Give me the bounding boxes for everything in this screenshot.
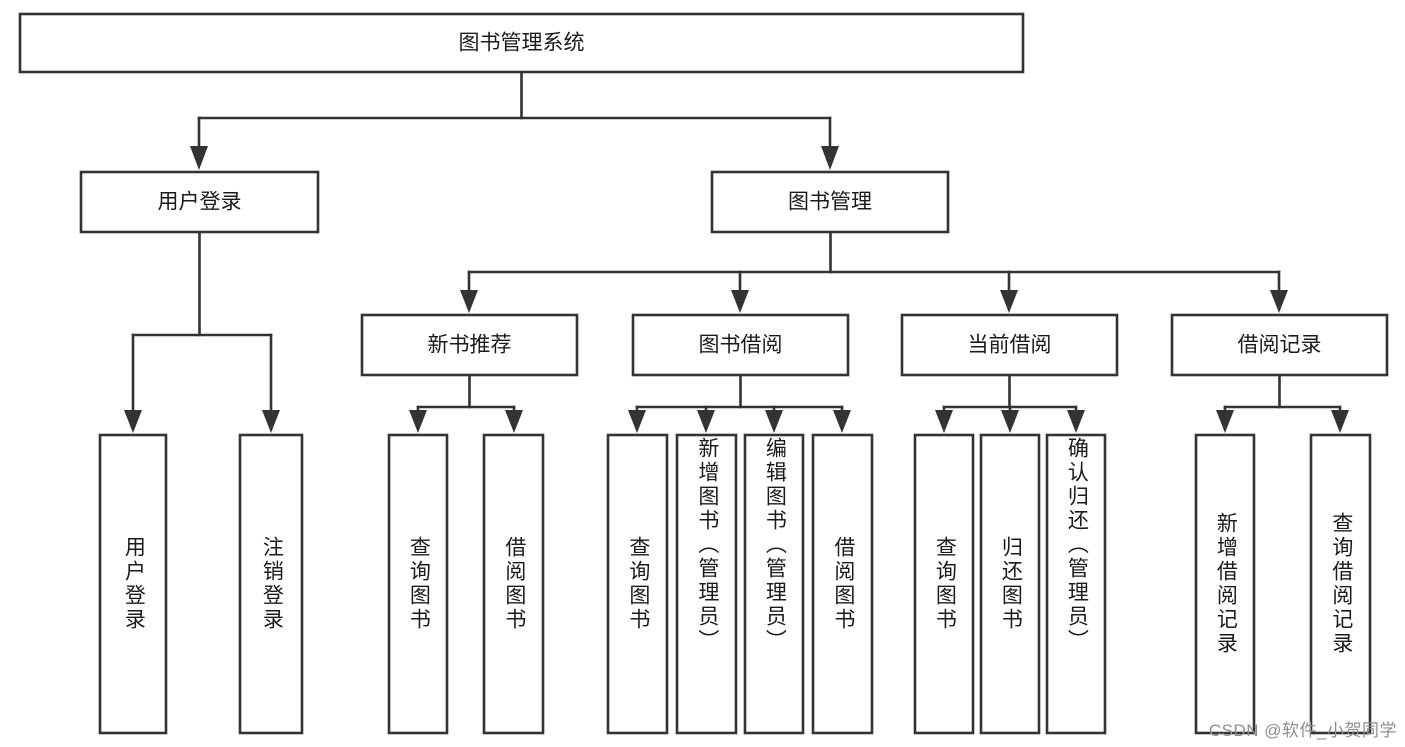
node-leaf-rec-query-book-box[interactable] xyxy=(387,433,449,735)
node-leaf-rec-borrow-book-box[interactable] xyxy=(482,433,545,735)
node-leaf-user-login-box[interactable] xyxy=(98,433,168,735)
connector-group-book-manage xyxy=(460,230,1288,313)
node-leaf-bb-query-book-box[interactable] xyxy=(606,433,669,735)
node-leaf-cb-return-book-box[interactable] xyxy=(979,433,1041,735)
node-root[interactable]: 图书管理系统 xyxy=(18,12,1025,74)
arrow-head-leaf-bb-borrow-book xyxy=(833,410,851,433)
node-book-borrow-label: 图书借阅 xyxy=(699,334,783,357)
node-book-manage-label: 图书管理 xyxy=(788,191,872,214)
node-leaf-bb-add-book-box[interactable] xyxy=(675,433,738,735)
node-borrow-record[interactable]: 借阅记录 xyxy=(1170,313,1389,377)
arrow-head-leaf-bb-query-book xyxy=(628,410,646,433)
arrow-head-leaf-cb-confirm-return xyxy=(1067,410,1085,433)
arrow-head-leaf-cb-query-book xyxy=(935,410,953,433)
node-current-borrow-box[interactable] xyxy=(900,313,1119,377)
node-borrow-record-label: 借阅记录 xyxy=(1238,334,1322,357)
node-book-manage[interactable]: 图书管理 xyxy=(710,170,950,234)
node-leaf-cb-confirm-return-box[interactable] xyxy=(1045,433,1107,735)
connector-group-root xyxy=(190,70,839,170)
connector-group-borrow-record xyxy=(1216,373,1349,433)
node-leaf-cb-query-book-box[interactable] xyxy=(913,433,975,735)
csdn-watermark: CSDN @软件_小贺同学 xyxy=(1208,721,1397,740)
node-leaf-user-logout-box[interactable] xyxy=(238,433,304,735)
arrow-head-leaf-user-login xyxy=(124,410,142,433)
connector-group-book-borrow xyxy=(628,373,851,433)
arrow-head-new-book-recommend xyxy=(460,290,478,313)
node-book-borrow[interactable]: 图书借阅 xyxy=(631,313,850,377)
connector-group-current-borrow xyxy=(935,373,1085,433)
arrow-head-leaf-bb-edit-book xyxy=(765,410,783,433)
node-current-borrow[interactable]: 当前借阅 xyxy=(900,313,1119,377)
node-leaf-br-add-record-box[interactable] xyxy=(1194,433,1256,735)
node-book-manage-box[interactable] xyxy=(710,170,950,234)
arrow-head-leaf-br-add-record xyxy=(1216,410,1234,433)
node-new-book-recommend-box[interactable] xyxy=(360,313,579,377)
connector-group-user-login xyxy=(124,230,280,433)
arrow-head-leaf-user-logout xyxy=(262,410,280,433)
node-root-box[interactable] xyxy=(18,12,1025,74)
node-book-borrow-box[interactable] xyxy=(631,313,850,377)
node-new-book-recommend[interactable]: 新书推荐 xyxy=(360,313,579,377)
arrow-head-leaf-bb-add-book xyxy=(697,410,715,433)
node-root-label: 图书管理系统 xyxy=(459,32,585,55)
node-user-login[interactable]: 用户登录 xyxy=(79,170,320,234)
arrow-head-leaf-rec-query-book xyxy=(409,410,427,433)
node-user-login-label: 用户登录 xyxy=(158,191,242,214)
node-current-borrow-label: 当前借阅 xyxy=(968,334,1052,357)
node-user-login-box[interactable] xyxy=(79,170,320,234)
connector-group-new-book-recommend xyxy=(409,373,523,433)
node-leaf-bb-edit-book-box[interactable] xyxy=(743,433,805,735)
node-new-book-recommend-label: 新书推荐 xyxy=(428,334,512,357)
arrow-head-book-manage xyxy=(821,146,839,170)
arrow-head-leaf-cb-return-book xyxy=(1001,410,1019,433)
arrow-head-book-borrow xyxy=(731,290,749,313)
node-borrow-record-box[interactable] xyxy=(1170,313,1389,377)
node-leaf-bb-borrow-book-box[interactable] xyxy=(811,433,874,735)
arrow-head-leaf-br-query-record xyxy=(1331,410,1349,433)
leaf-boxes xyxy=(98,433,1372,735)
arrow-head-current-borrow xyxy=(1000,290,1018,313)
arrow-head-leaf-rec-borrow-book xyxy=(505,410,523,433)
arrow-head-borrow-record xyxy=(1270,290,1288,313)
node-leaf-br-query-record-box[interactable] xyxy=(1309,433,1372,735)
arrow-head-user-login xyxy=(190,146,208,170)
